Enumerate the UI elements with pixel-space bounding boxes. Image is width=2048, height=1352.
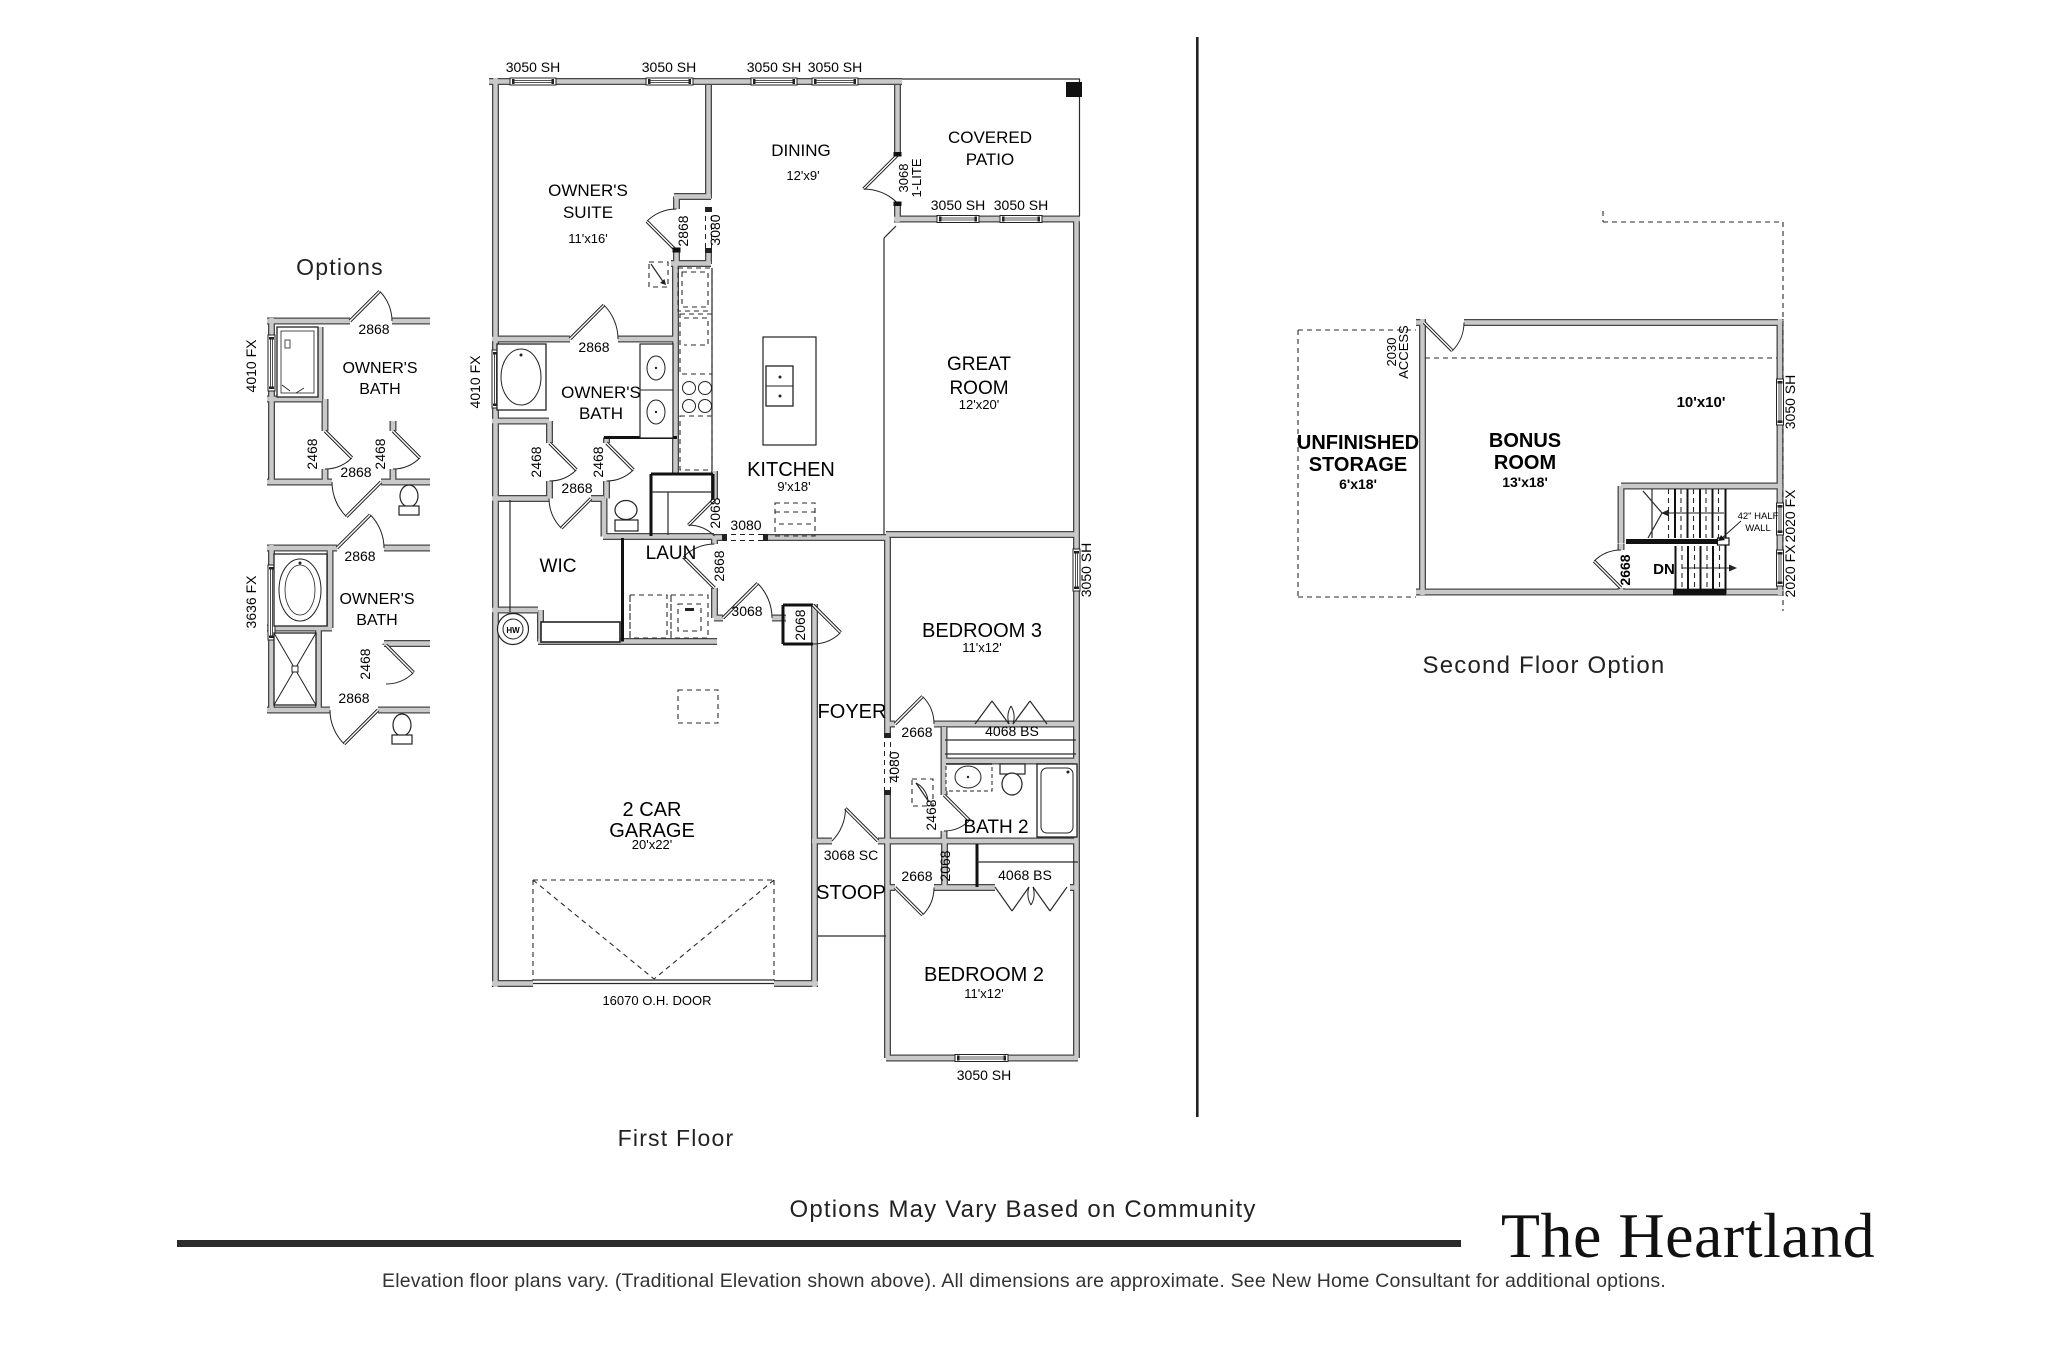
svg-text:SUITE: SUITE — [563, 203, 613, 222]
svg-text:PATIO: PATIO — [966, 150, 1015, 169]
svg-text:2468: 2468 — [372, 438, 388, 469]
svg-text:3068: 3068 — [896, 164, 911, 193]
svg-text:42" HALF: 42" HALF — [1738, 511, 1779, 522]
svg-text:20'x22': 20'x22' — [632, 837, 672, 852]
svg-text:4010 FX: 4010 FX — [243, 339, 259, 393]
svg-text:4080: 4080 — [886, 751, 902, 782]
svg-text:1-LITE: 1-LITE — [909, 158, 924, 197]
svg-text:BATH 2: BATH 2 — [963, 817, 1028, 838]
svg-text:2468: 2468 — [923, 799, 939, 830]
svg-text:2 CAR: 2 CAR — [623, 799, 682, 821]
svg-text:ACCESS: ACCESS — [1396, 325, 1411, 379]
svg-text:3050 SH: 3050 SH — [1078, 543, 1094, 597]
svg-text:2868: 2868 — [578, 339, 609, 355]
svg-text:Elevation floor plans vary. (T: Elevation floor plans vary. (Traditional… — [382, 1270, 1666, 1292]
svg-text:16070 O.H. DOOR: 16070 O.H. DOOR — [602, 993, 711, 1008]
svg-text:BONUS: BONUS — [1489, 430, 1561, 452]
svg-text:Second Floor Option: Second Floor Option — [1423, 652, 1666, 679]
svg-text:12'x9': 12'x9' — [786, 168, 819, 183]
svg-text:BATH: BATH — [356, 612, 397, 629]
svg-text:2868: 2868 — [338, 690, 369, 706]
svg-text:3050 SH: 3050 SH — [747, 59, 801, 75]
svg-text:2868: 2868 — [358, 321, 389, 337]
svg-text:COVERED: COVERED — [948, 128, 1032, 147]
svg-text:2868: 2868 — [675, 215, 691, 246]
svg-text:4010 FX: 4010 FX — [467, 355, 483, 409]
svg-text:2468: 2468 — [590, 446, 606, 477]
svg-text:10'x10': 10'x10' — [1677, 394, 1726, 411]
svg-text:3080: 3080 — [707, 214, 723, 245]
svg-text:BATH: BATH — [579, 404, 623, 423]
svg-text:3050 SH: 3050 SH — [957, 1067, 1011, 1083]
svg-text:2868: 2868 — [711, 550, 727, 581]
svg-text:2868: 2868 — [561, 480, 592, 496]
svg-text:Options May Vary Based on Comm: Options May Vary Based on Community — [789, 1196, 1256, 1223]
svg-text:9'x18': 9'x18' — [777, 479, 810, 494]
svg-text:2868: 2868 — [344, 548, 375, 564]
svg-text:2668: 2668 — [901, 724, 932, 740]
svg-text:11'x16': 11'x16' — [568, 231, 607, 246]
svg-text:Options: Options — [296, 254, 384, 280]
svg-text:3080: 3080 — [730, 517, 761, 533]
svg-text:2030: 2030 — [1384, 338, 1399, 367]
svg-text:12'x20': 12'x20' — [959, 397, 999, 412]
svg-text:4068 BS: 4068 BS — [985, 723, 1039, 739]
svg-text:4068 BS: 4068 BS — [998, 867, 1052, 883]
svg-text:DINING: DINING — [771, 141, 831, 160]
svg-text:OWNER'S: OWNER'S — [548, 181, 628, 200]
svg-text:GREAT: GREAT — [947, 354, 1011, 375]
svg-text:BEDROOM 3: BEDROOM 3 — [922, 620, 1042, 642]
svg-text:13'x18': 13'x18' — [1502, 474, 1548, 490]
svg-text:KITCHEN: KITCHEN — [747, 459, 835, 481]
svg-text:3050 SH: 3050 SH — [642, 59, 696, 75]
svg-text:2468: 2468 — [357, 648, 373, 679]
svg-text:2068: 2068 — [937, 850, 953, 881]
svg-text:The Heartland: The Heartland — [1501, 1200, 1875, 1271]
svg-text:ROOM: ROOM — [1494, 452, 1556, 474]
svg-text:2068: 2068 — [792, 609, 808, 640]
svg-text:3050 SH: 3050 SH — [1782, 375, 1798, 429]
svg-text:6'x18': 6'x18' — [1339, 476, 1377, 492]
svg-text:2468: 2468 — [304, 438, 320, 469]
svg-text:3050 SH: 3050 SH — [931, 197, 985, 213]
svg-text:3068: 3068 — [731, 603, 762, 619]
svg-text:3050 SH: 3050 SH — [808, 59, 862, 75]
svg-text:2020 FX: 2020 FX — [1782, 544, 1798, 598]
svg-text:11'x12': 11'x12' — [964, 986, 1003, 1001]
svg-text:STOOP: STOOP — [816, 882, 886, 904]
svg-text:ROOM: ROOM — [949, 378, 1008, 399]
svg-text:2668: 2668 — [901, 868, 932, 884]
svg-text:LAUN: LAUN — [646, 543, 697, 564]
svg-text:OWNER'S: OWNER'S — [561, 383, 641, 402]
svg-text:WIC: WIC — [540, 556, 577, 577]
svg-text:WALL: WALL — [1745, 523, 1771, 534]
svg-text:3050 SH: 3050 SH — [994, 197, 1048, 213]
svg-text:BATH: BATH — [359, 381, 400, 398]
svg-text:First Floor: First Floor — [618, 1125, 735, 1151]
svg-text:2068: 2068 — [707, 497, 723, 528]
svg-text:OWNER'S: OWNER'S — [342, 360, 417, 377]
svg-text:11'x12': 11'x12' — [962, 640, 1001, 655]
svg-text:2468: 2468 — [528, 446, 544, 477]
svg-text:2020 FX: 2020 FX — [1782, 489, 1798, 543]
svg-text:DN: DN — [1653, 561, 1675, 578]
svg-text:GARAGE: GARAGE — [609, 820, 695, 842]
svg-text:3050 SH: 3050 SH — [506, 59, 560, 75]
svg-text:UNFINISHED: UNFINISHED — [1297, 432, 1419, 454]
svg-text:FOYER: FOYER — [818, 701, 887, 723]
svg-text:3068 SC: 3068 SC — [824, 847, 878, 863]
svg-text:HW: HW — [506, 626, 520, 635]
svg-text:BEDROOM 2: BEDROOM 2 — [924, 964, 1044, 986]
svg-text:2868: 2868 — [340, 464, 371, 480]
svg-text:STORAGE: STORAGE — [1309, 454, 1408, 476]
svg-text:2668: 2668 — [1617, 554, 1633, 585]
svg-text:OWNER'S: OWNER'S — [339, 591, 414, 608]
svg-text:3636 FX: 3636 FX — [243, 575, 259, 629]
